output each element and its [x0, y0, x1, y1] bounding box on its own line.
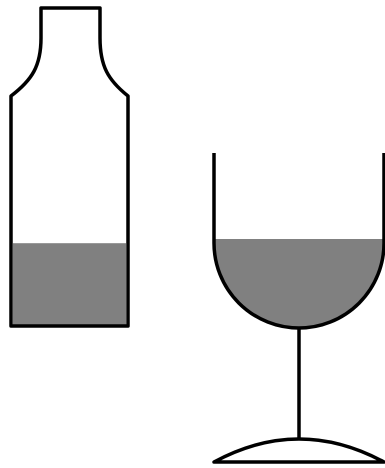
bottle-liquid [13, 243, 126, 326]
wine-glass-liquid [214, 239, 384, 328]
bottle [11, 8, 128, 326]
wine-glass [214, 153, 384, 462]
wine-glass-base [214, 439, 384, 462]
